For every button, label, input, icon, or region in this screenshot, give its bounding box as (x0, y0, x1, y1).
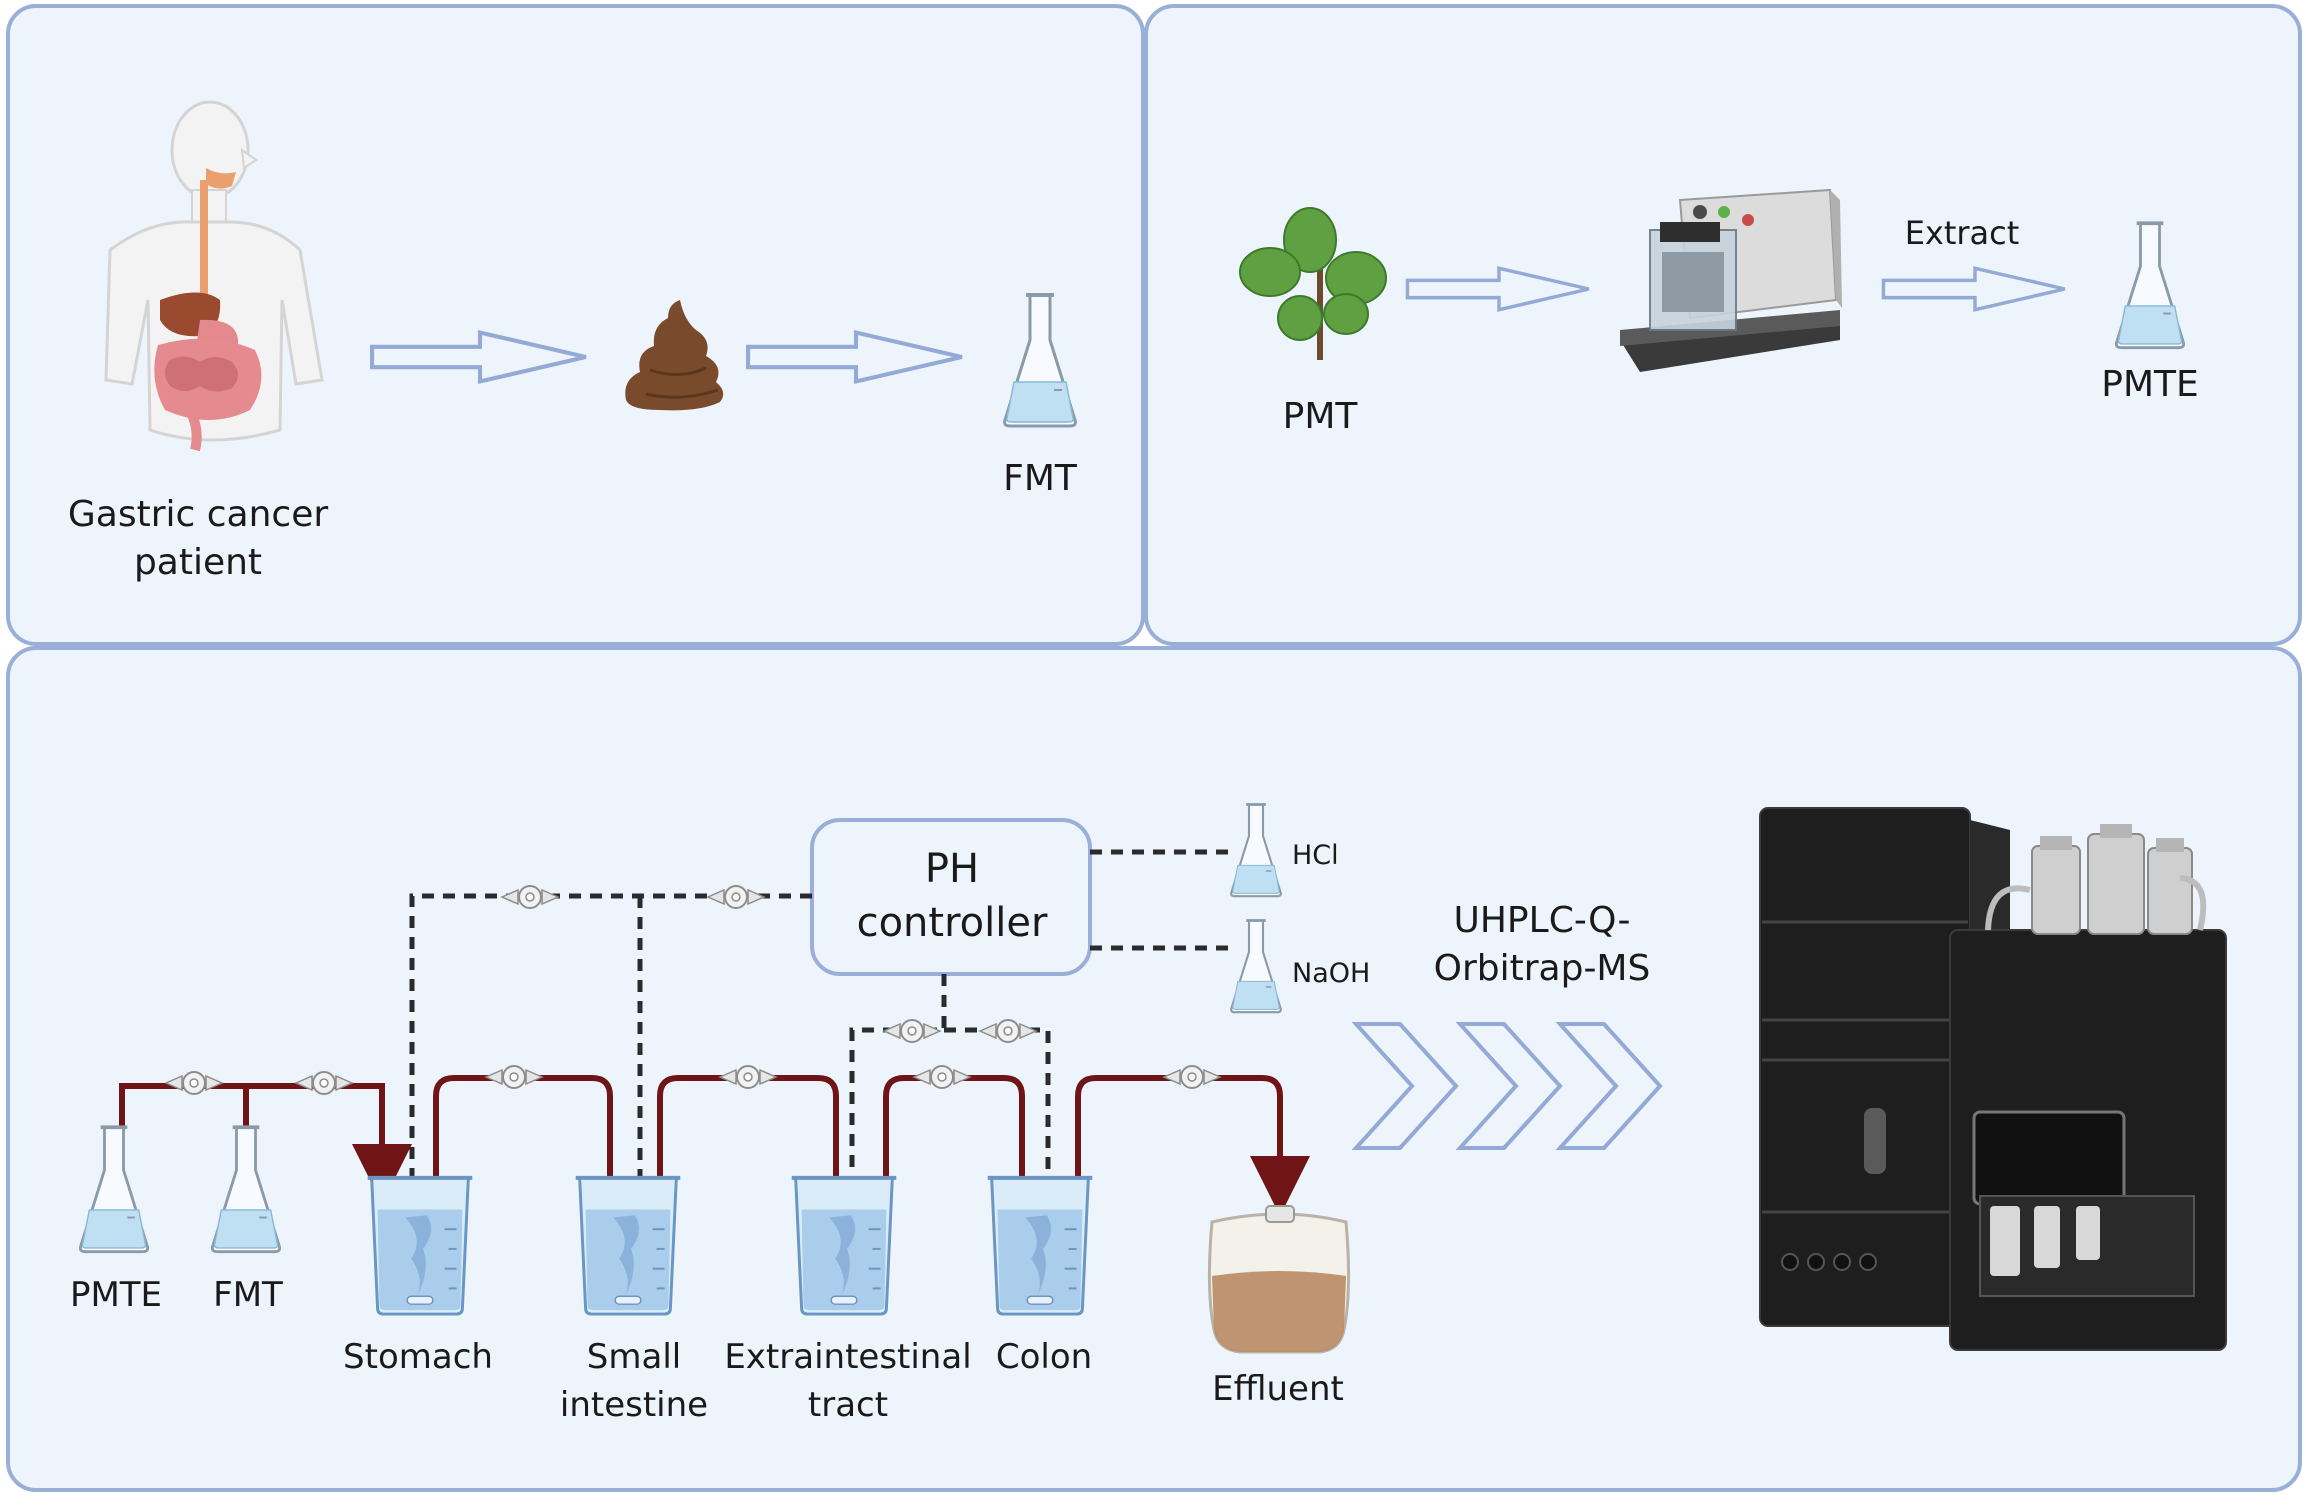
extract-label: Extract (1905, 214, 2020, 252)
uhplc-instrument-icon (1759, 807, 2227, 1351)
naoh-label: NaOH (1292, 958, 1370, 989)
effluent-bag-icon (1207, 1205, 1351, 1354)
human-body-illustration (104, 100, 324, 452)
colon-vessel-icon (988, 1178, 1093, 1314)
fmt-label: FMT (1003, 458, 1078, 499)
extractor-machine-icon (1620, 188, 1842, 372)
plant-icon (1239, 207, 1387, 360)
small-intestine-label-line1: Small (587, 1337, 681, 1377)
panel-c (6, 646, 2302, 1492)
ph-controller-box (810, 818, 1092, 976)
pmte-source-label: PMTE (70, 1275, 162, 1315)
hcl-label: HCl (1292, 840, 1339, 871)
fmt-source-label: FMT (213, 1275, 283, 1315)
stomach-vessel-icon (368, 1178, 473, 1314)
panel-a (6, 4, 1145, 646)
extraintestinal-vessel-icon (792, 1178, 897, 1314)
ph-control-lines (409, 849, 1230, 1186)
stomach-label: Stomach (343, 1337, 493, 1377)
ph-controller-label-line2: controller (857, 900, 1048, 946)
instrument-label-line1: UHPLC-Q- (1454, 900, 1631, 941)
extraintestinal-label-line1: Extraintestinal (724, 1337, 971, 1377)
patient-label-line1: Gastric cancer (68, 494, 328, 535)
feces-icon (625, 300, 724, 411)
ph-controller-label-line1: PH (925, 846, 979, 892)
pmte-label: PMTE (2101, 364, 2199, 405)
chevron-arrows-icon (1351, 1022, 1663, 1150)
pmt-label: PMT (1283, 396, 1359, 437)
small-intestine-label-line2: intestine (560, 1385, 708, 1425)
instrument-label-line2: Orbitrap-MS (1434, 948, 1651, 989)
effluent-label: Effluent (1212, 1369, 1344, 1409)
extraintestinal-label-line2: tract (808, 1385, 888, 1425)
colon-label: Colon (996, 1337, 1092, 1377)
patient-label-line2: patient (134, 542, 262, 583)
small-intestine-vessel-icon (576, 1178, 681, 1314)
